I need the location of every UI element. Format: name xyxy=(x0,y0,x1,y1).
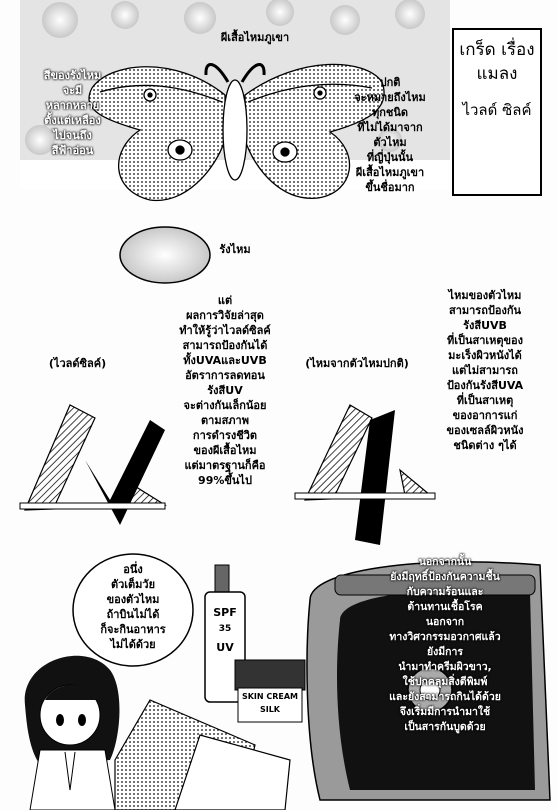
bottle-uv-label: UV xyxy=(216,641,234,654)
cocoon-illustration xyxy=(119,226,211,284)
cocoon-caption: รังไหม xyxy=(219,243,251,256)
girl-character xyxy=(24,655,120,810)
bottle-spf-label: SPF xyxy=(213,606,237,619)
speech-bubble xyxy=(72,553,194,667)
title-box: เกร็ด เรื่อง แมลง ไวลด์ ซิลค์ xyxy=(452,28,542,196)
title-heading: เกร็ด เรื่อง แมลง xyxy=(459,40,535,84)
wild-silk-label: (ไวลด์ซิลค์) xyxy=(48,357,107,370)
moth-illustration xyxy=(88,63,385,202)
normal-silk-caption: ปกติ จะหมายถึงไหม ทุกชนิด ที่ไม่ได้มาจาก… xyxy=(354,76,426,194)
cocoon-color-caption: สีของรังไหม จะมี หลากหลาย ตั้งแต่เหลือง … xyxy=(43,69,102,157)
skin-cream-jar xyxy=(234,659,306,723)
normal-silk-uv-caption: ไหมของตัวไหม สามารถป้องกัน รังสีUVB ที่เ… xyxy=(446,289,524,452)
space-helmet-illustration xyxy=(306,561,551,801)
magazines xyxy=(114,699,291,810)
research-caption: แต่ ผลการวิจัยล่าสุด ทำให้รู้ว่าไวลด์ซิล… xyxy=(179,294,271,487)
normal-silk-label: (ไหมจากตัวไหมปกติ) xyxy=(305,357,409,370)
title-subheading: ไวลด์ ซิลค์ xyxy=(462,101,532,119)
adult-moth-speech: อนึ่ง ตัวเต็มวัย ของตัวไหม ถ้าบินไม่ได้ … xyxy=(100,563,166,651)
moth-caption: ผีเสื้อไหมภูเขา xyxy=(220,31,290,44)
other-uses-caption: นอกจากนั้น ยังมีฤทธิ์ป้องกันความชื้น กับ… xyxy=(389,556,501,733)
normal-silk-uv-diagram xyxy=(294,404,436,545)
cream-label: SKIN CREAM xyxy=(241,692,299,701)
cream-brand-label: SILK xyxy=(259,705,281,714)
wild-silk-uv-diagram xyxy=(19,404,167,525)
bottle-number-label: 35 xyxy=(218,624,232,634)
